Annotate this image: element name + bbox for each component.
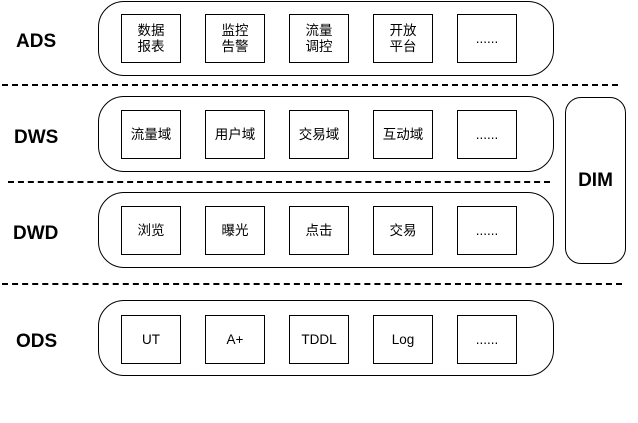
node-dws-4: 互动域 [373,110,433,159]
node-ads-5: ...... [457,14,517,63]
layer-label-ads: ADS [16,31,57,52]
node-dwd-1: 浏览 [121,206,181,255]
layer-label-ods: ODS [16,331,58,352]
separator-dwd-ods [2,283,622,285]
node-ods-3: TDDL [289,315,349,364]
layer-label-dws: DWS [14,127,59,148]
node-dwd-4: 交易 [373,206,433,255]
node-ods-1: UT [121,315,181,364]
node-dws-2: 用户域 [205,110,265,159]
layer-box-ods: UT A+ TDDL Log ...... [98,300,554,376]
node-ods-5: ...... [457,315,517,364]
node-ads-3: 流量 调控 [289,14,349,63]
node-dws-1: 流量域 [121,110,181,159]
node-dwd-5: ...... [457,206,517,255]
separator-ads-dws [2,84,618,86]
node-ads-4: 开放 平台 [373,14,433,63]
node-dwd-2: 曝光 [205,206,265,255]
layer-label-dwd: DWD [13,223,59,244]
node-ads-2: 监控 告警 [205,14,265,63]
layer-box-dws: 流量域 用户域 交易域 互动域 ...... [98,96,554,172]
dim-box: DIM [565,97,626,264]
node-dws-3: 交易域 [289,110,349,159]
separator-dws-dwd [8,181,550,183]
layer-box-dwd: 浏览 曝光 点击 交易 ...... [98,192,554,268]
node-ods-2: A+ [205,315,265,364]
layer-box-ads: 数据 报表 监控 告警 流量 调控 开放 平台 ...... [98,1,554,76]
node-ads-1: 数据 报表 [121,14,181,63]
dim-label: DIM [578,169,613,191]
node-dwd-3: 点击 [289,206,349,255]
node-ods-4: Log [373,315,433,364]
node-dws-5: ...... [457,110,517,159]
